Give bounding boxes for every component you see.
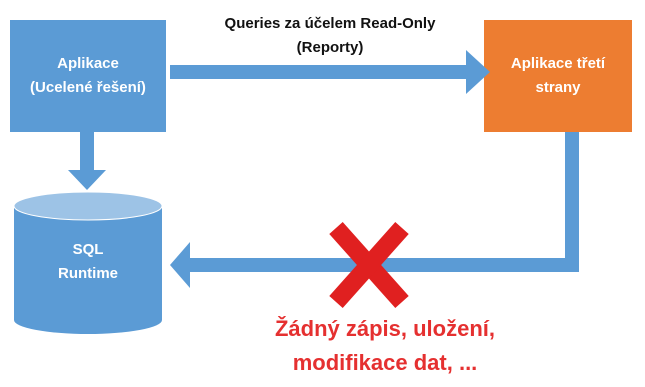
db-line2: Runtime — [58, 265, 118, 282]
query-arrow-label: Queries za účelem Read-Only (Reporty) — [170, 12, 490, 60]
app-line2: (Ucelené řešení) — [30, 79, 146, 96]
db-label: SQL Runtime — [14, 222, 162, 302]
warn-line1: Žádný zápis, uložení, — [274, 316, 496, 341]
third-party-line2: strany — [535, 79, 581, 96]
query-line1: Queries za účelem Read-Only — [224, 15, 436, 32]
db-line1: SQL — [72, 241, 104, 258]
query-arrow — [170, 50, 490, 94]
app-line1: Aplikace — [57, 55, 119, 72]
third-party-box — [484, 20, 632, 132]
third-party-label: Aplikace třetí strany — [484, 20, 632, 132]
blocked-write-arrow — [170, 132, 579, 288]
warn-line2: modifikace dat, ... — [292, 350, 478, 375]
third-party-line1: Aplikace třetí — [510, 55, 606, 72]
app-box — [10, 20, 166, 132]
red-cross-icon — [329, 222, 409, 308]
app-to-db-arrow — [68, 132, 106, 190]
db-cylinder — [13, 191, 163, 334]
app-box-label: Aplikace (Ucelené řešení) — [10, 20, 166, 132]
query-line2: (Reporty) — [296, 39, 364, 56]
blocked-write-label: Žádný zápis, uložení, modifikace dat, ..… — [230, 312, 540, 380]
